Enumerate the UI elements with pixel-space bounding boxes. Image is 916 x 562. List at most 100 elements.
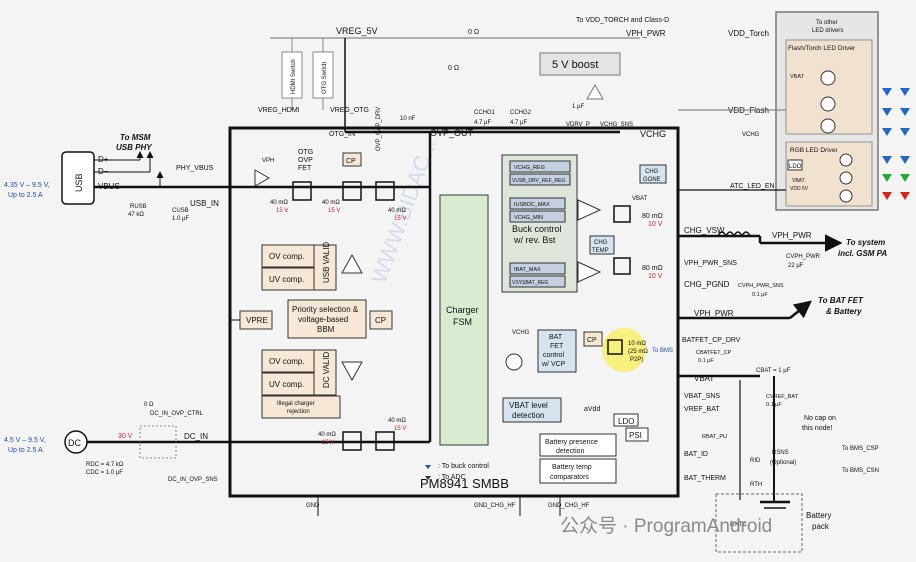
chg-vsw-label: CHG_VSW bbox=[684, 226, 725, 235]
batfet-line3: control bbox=[543, 352, 564, 359]
cbatfet-label: CBATFET_CP bbox=[696, 350, 732, 356]
dc-spec-label: 4.5 V – 9.5 V, bbox=[4, 437, 46, 444]
cvph-label: CVPH_PWR bbox=[786, 254, 821, 260]
usb-valid: USB VALID bbox=[322, 242, 331, 283]
cbatfet-val-label: 0.1 µF bbox=[698, 358, 714, 364]
batfet-line4: w/ VCP bbox=[541, 361, 566, 368]
cvph-val-label: 22 µF bbox=[788, 263, 804, 269]
dc-ov-comp: OV comp. bbox=[269, 357, 305, 366]
usb-in-label: USB_IN bbox=[190, 199, 219, 208]
usb-ov-comp: OV comp. bbox=[269, 252, 305, 261]
dc-0ohm-label: 0 Ω bbox=[144, 402, 154, 408]
otg-cp-block: CP bbox=[346, 158, 356, 165]
ovp-label: OVP bbox=[298, 157, 313, 164]
cchg2-label: CCHG2 bbox=[510, 110, 532, 116]
vchg-reg-ref: VCHG_REG bbox=[514, 165, 545, 171]
v15b-label: 15 V bbox=[328, 208, 340, 214]
chg-gone-line1: CHG bbox=[645, 169, 659, 175]
dc-valid: DC VALID bbox=[322, 351, 331, 388]
rsns-label: RSNS bbox=[772, 450, 789, 456]
otg-switch-label: OTG Switch bbox=[322, 62, 328, 94]
v15e-label: 15 V bbox=[394, 426, 406, 432]
dc-sns-label: DC_IN_OVP_SNS bbox=[168, 477, 218, 483]
dc-uv-comp: UV comp. bbox=[269, 380, 304, 389]
vchg-b-label: VCHG bbox=[512, 330, 530, 336]
v15c-label: 15 V bbox=[394, 216, 406, 222]
batfet-line1: BAT bbox=[549, 334, 563, 341]
m40d-label: 40 mΩ bbox=[318, 432, 336, 438]
cbat-label: CBAT = 1 µF bbox=[756, 368, 791, 374]
ibat-max-ref: IBAT_MAX bbox=[514, 267, 541, 273]
pm8941-outline bbox=[228, 126, 680, 498]
rth-label: RTH bbox=[750, 482, 762, 488]
dc-current-label: Up to 2.5 A bbox=[8, 447, 43, 454]
m40b-label: 40 mΩ bbox=[322, 200, 340, 206]
batfet-cp: CP bbox=[587, 337, 597, 344]
to-bms-label: To BMS bbox=[652, 348, 673, 354]
m80b-label: 80 mΩ bbox=[642, 265, 663, 272]
led-indicators bbox=[882, 88, 910, 200]
cp-block: CP bbox=[375, 316, 386, 325]
bat-pres-line2: detection bbox=[556, 448, 585, 455]
rgb-vbat-label: VBAT bbox=[792, 178, 805, 184]
vbat-det-line2: detection bbox=[512, 411, 544, 420]
dc-ctrl-label: DC_IN_OVP_CTRL bbox=[150, 411, 204, 417]
legend-buck: : To buck control bbox=[438, 463, 489, 470]
rgb-ldo-label: LDO bbox=[789, 164, 802, 170]
rdc-label: RDC = 4.7 kΩ bbox=[86, 462, 124, 468]
m40e-label: 40 mΩ bbox=[388, 418, 406, 424]
rusb-label: RUSB bbox=[130, 204, 147, 210]
phy-vbus-label: PHY_VBUS bbox=[176, 165, 214, 172]
buck-line1: Buck control bbox=[512, 224, 562, 234]
otg-in-label: OTG_IN bbox=[329, 131, 355, 138]
iusbdc-max-ref: IUSBDC_MAX bbox=[514, 202, 550, 208]
flash-vbat-label: VBAT bbox=[790, 74, 805, 80]
ovp-cap-drv-label: OVP_CAP_DRV bbox=[376, 107, 382, 151]
vdrv-p-label: VDRV_P bbox=[566, 122, 590, 128]
fsm-line2: FSM bbox=[453, 317, 472, 327]
chg-gone-line2: GONE bbox=[643, 177, 661, 183]
rgb-driver-label: RGB LED Driver bbox=[790, 147, 839, 154]
vsysbat-ref: VSYSBAT_REG bbox=[512, 280, 548, 286]
top-vph-pwr-label: VPH_PWR bbox=[626, 29, 666, 38]
priority-line3: BBM bbox=[317, 325, 335, 334]
to-other-line1: To other bbox=[816, 20, 838, 26]
atc-led-en-label: ATC_LED_EN bbox=[730, 183, 775, 190]
vusb-drv-ref: VUSB_DRV_REF_REG bbox=[512, 178, 565, 184]
vreg-hdmi-label: VREG_HDMI bbox=[258, 107, 300, 114]
dc-connector-label: DC bbox=[68, 438, 81, 448]
chip-title: PM8941 SMBB bbox=[420, 476, 509, 491]
to-msm-label: To MSM bbox=[120, 133, 151, 142]
to-other-line2: LED drivers bbox=[812, 28, 843, 34]
avdd-label: aVdd bbox=[584, 406, 600, 413]
c47b-label: 4.7 µF bbox=[510, 120, 527, 126]
m40c-label: 40 mΩ bbox=[388, 208, 406, 214]
v15d-label: 15 V bbox=[322, 440, 334, 446]
rusb-val-label: 47 kΩ bbox=[128, 212, 144, 218]
gnd-chg-hf2-label: GND_CHG_HF bbox=[548, 503, 590, 509]
batfet-line2: FET bbox=[550, 343, 564, 350]
chg-temp-line2: TEMP bbox=[592, 248, 609, 254]
v10b-label: 10 V bbox=[648, 273, 663, 280]
vbat-label: VBAT bbox=[694, 374, 714, 383]
gsm-label: incl. GSM PA bbox=[838, 249, 887, 258]
c47a-label: 4.7 µF bbox=[474, 120, 491, 126]
cvpp-label: CVPH_PWR_SNS bbox=[738, 283, 784, 289]
dc-30v-label: 30 V bbox=[118, 433, 133, 440]
chg-pgnd-label: CHG_PGND bbox=[684, 280, 730, 289]
batfet-highlight bbox=[602, 328, 646, 372]
cvpp-val-label: 0.1 µF bbox=[752, 292, 768, 298]
battery-pack-line1: Battery bbox=[806, 511, 831, 520]
illegal-line1: Illegal charger bbox=[277, 401, 315, 407]
boost-label: 5 V boost bbox=[552, 59, 598, 71]
rid-label: RID bbox=[750, 458, 761, 464]
usb-phy-label: USB PHY bbox=[116, 143, 152, 152]
hdmi-switch-label: HDMI Switch bbox=[291, 59, 297, 94]
cdc-label: CDC = 1.0 µF bbox=[86, 470, 123, 476]
vchg-sns-label: VCHG_SNS bbox=[600, 122, 633, 128]
usb-uv-comp: UV comp. bbox=[269, 275, 304, 284]
gnd-label: GND bbox=[306, 503, 320, 509]
vchg-min-ref: VCHG_MIN bbox=[514, 215, 543, 221]
